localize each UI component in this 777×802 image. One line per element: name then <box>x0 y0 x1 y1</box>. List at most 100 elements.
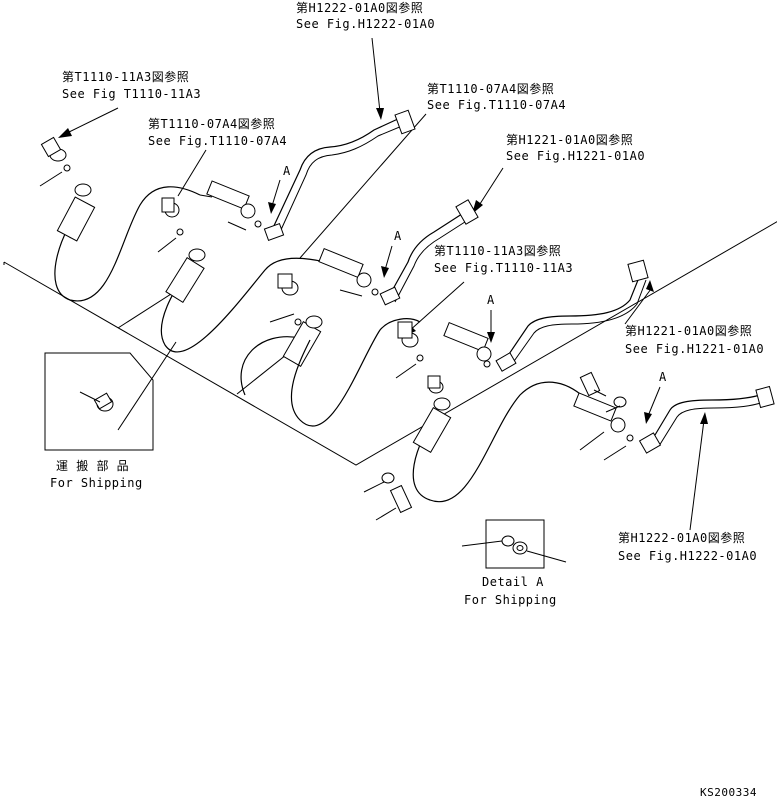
nut <box>240 203 256 219</box>
washer <box>381 472 395 484</box>
callout-en: See Fig T1110-11A3 <box>62 87 201 101</box>
o-ring <box>254 220 262 228</box>
bolt <box>389 484 413 514</box>
leader-line <box>177 149 207 197</box>
letter-a: A <box>283 164 291 178</box>
o-ring <box>483 360 491 368</box>
hose <box>290 318 421 427</box>
callout-t1110-11a3-mid: 第T1110-11A3図参照 See Fig.T1110-11A3 <box>434 243 573 275</box>
detail-a-box: Detail A For Shipping <box>461 519 567 607</box>
hose-fitting <box>443 321 489 353</box>
callout-jp: 第H1222-01A0図参照 <box>618 530 745 545</box>
hose-fitting <box>165 257 205 303</box>
arrowhead-icon <box>700 412 708 424</box>
leader-line <box>407 281 465 333</box>
callout-en: See Fig.H1221-01A0 <box>506 149 645 163</box>
washer <box>613 396 627 408</box>
shipping-box-frame <box>44 352 154 451</box>
nut <box>74 183 92 197</box>
hose-fitting <box>412 406 452 454</box>
arrowhead-icon <box>268 202 276 214</box>
hose-fitting <box>318 247 364 279</box>
arrowhead-icon <box>646 280 654 292</box>
leader-line <box>271 179 281 207</box>
steel-tube <box>504 274 641 361</box>
flange <box>638 432 662 454</box>
callout-t1110-11a3-left: 第T1110-11A3図参照 See Fig T1110-11A3 <box>62 69 201 101</box>
bolt <box>579 371 601 397</box>
callout-h1222-top: 第H1222-01A0図参照 See Fig.H1222-01A0 <box>296 0 435 31</box>
hose <box>412 381 586 503</box>
callout-jp: 第H1221-01A0図参照 <box>506 132 633 147</box>
arrowhead-icon <box>376 108 384 120</box>
leader-line <box>384 245 393 271</box>
detail-subtitle: For Shipping <box>464 593 557 607</box>
o-ring <box>371 288 379 296</box>
callout-h1221-right: 第H1221-01A0図参照 See Fig.H1221-01A0 <box>625 323 764 356</box>
leader-line <box>624 288 652 325</box>
panel-outline <box>3 221 777 466</box>
callout-en: See Fig.T1110-07A4 <box>427 98 566 112</box>
hose-assembly-4 <box>363 371 775 521</box>
flange <box>755 385 775 409</box>
arrowhead-icon <box>644 412 652 424</box>
callout-t1110-07a4-mid: 第T1110-07A4図参照 See Fig.T1110-07A4 <box>427 81 566 112</box>
steel-tube <box>271 117 401 231</box>
hose <box>54 186 201 302</box>
shipping-part-box: 運 搬 部 品 For Shipping <box>44 341 177 490</box>
flange <box>379 286 401 306</box>
leader-line <box>64 107 119 135</box>
hose-fitting <box>206 180 250 210</box>
leader-line <box>689 419 705 531</box>
arrowhead-icon <box>487 332 495 343</box>
callout-t1110-07a4-left: 第T1110-07A4図参照 See Fig.T1110-07A4 <box>148 116 287 148</box>
hose-assembly-3 <box>290 259 649 427</box>
drawing-code: KS200334 <box>700 786 757 799</box>
leader-line <box>647 386 661 417</box>
steel-tube <box>651 394 761 441</box>
flange <box>627 259 649 283</box>
o-ring <box>63 164 71 172</box>
nut <box>610 417 626 433</box>
hose <box>160 257 326 353</box>
callout-h1221-upper: 第H1221-01A0図参照 See Fig.H1221-01A0 <box>506 132 645 163</box>
leader-line <box>477 167 504 208</box>
hose-assembly-2 <box>160 199 479 396</box>
callout-en: See Fig.H1222-01A0 <box>296 17 435 31</box>
flange <box>495 352 517 372</box>
callout-jp: 第T1110-11A3図参照 <box>62 69 189 84</box>
letter-a: A <box>394 229 402 243</box>
flange <box>455 199 479 225</box>
o-ring <box>294 318 302 326</box>
shipping-label-jp: 運 搬 部 品 <box>56 458 129 473</box>
callout-jp: 第T1110-11A3図参照 <box>434 243 561 258</box>
o-ring <box>416 354 424 362</box>
flange <box>394 109 416 135</box>
nut <box>512 541 528 555</box>
leader-line <box>371 37 381 113</box>
arrowhead-icon <box>58 128 72 138</box>
nut <box>188 248 206 262</box>
leader-line <box>299 113 427 259</box>
callout-en: See Fig.H1222-01A0 <box>618 549 757 563</box>
detail-title: Detail A <box>482 575 544 589</box>
detail-a-markers: A A A A <box>268 164 667 424</box>
nut <box>476 346 492 362</box>
shipping-label-en: For Shipping <box>50 476 143 490</box>
o-ring <box>501 535 515 547</box>
callout-en: See Fig.H1221-01A0 <box>625 342 764 356</box>
callout-en: See Fig.T1110-07A4 <box>148 134 287 148</box>
callout-jp: 第H1222-01A0図参照 <box>296 0 423 15</box>
letter-a: A <box>659 370 667 384</box>
hose-assembly-1 <box>39 109 416 302</box>
nut <box>433 397 451 411</box>
callout-jp: 第T1110-07A4図参照 <box>427 81 554 96</box>
o-ring <box>626 434 634 442</box>
hose-fitting <box>573 392 617 422</box>
nut <box>305 315 323 329</box>
callout-jp: 第H1221-01A0図参照 <box>625 323 752 338</box>
callout-jp: 第T1110-07A4図参照 <box>148 116 275 131</box>
callout-h1222-bottom: 第H1222-01A0図参照 See Fig.H1222-01A0 <box>618 530 757 563</box>
nut <box>356 272 372 288</box>
